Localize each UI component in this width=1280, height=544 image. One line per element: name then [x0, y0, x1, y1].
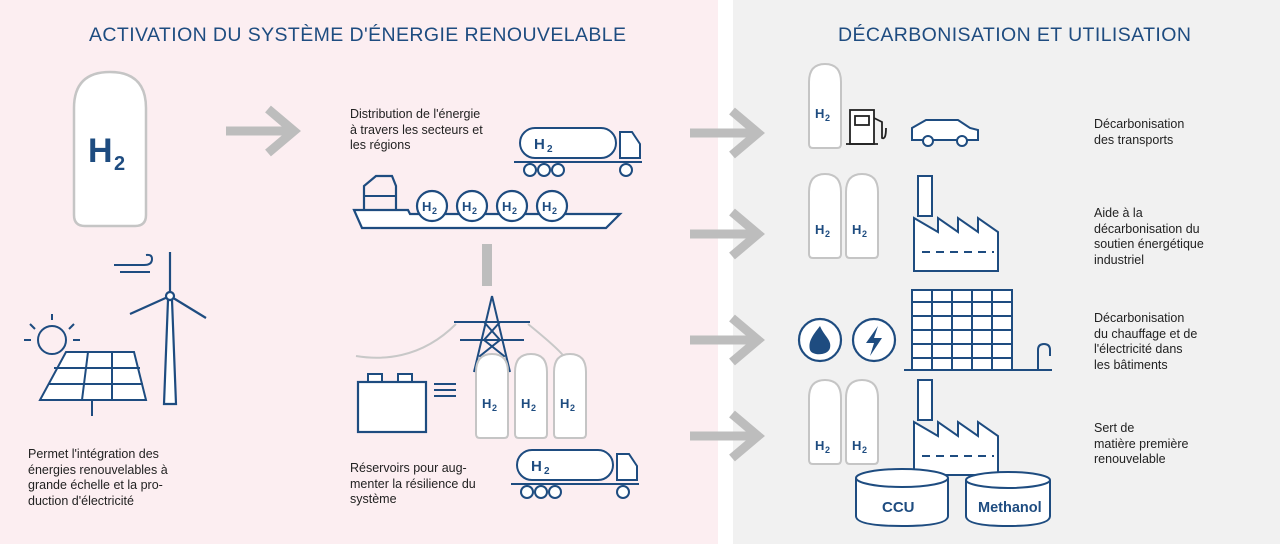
use-line: des transports [1094, 132, 1174, 147]
sun-icon [24, 314, 80, 355]
use-line: les bâtiments [1094, 357, 1168, 372]
reservoirs-line: menter la résilience du [350, 476, 476, 491]
h2-label: H [534, 136, 545, 153]
integration-line: duction d'électricité [28, 493, 134, 508]
connector-bar [482, 244, 492, 286]
h2-subscript: 2 [547, 144, 553, 155]
reservoirs-line: Réservoirs pour aug- [350, 461, 467, 475]
h2-subscript: 2 [544, 466, 550, 477]
use-feedstock-text: Sert de matière première renouvelable [1094, 421, 1188, 468]
h2-label: H [815, 438, 824, 453]
h2-tank-icon: H 2 [72, 70, 148, 228]
use-buildings-text: Décarbonisation du chauffage et de l'éle… [1094, 311, 1197, 373]
h2-subscript: 2 [472, 206, 477, 216]
h2-label: H [502, 199, 511, 214]
h2-label: H [815, 222, 824, 237]
h2-subscript: 2 [512, 206, 517, 216]
h2-subscript: 2 [492, 403, 497, 413]
h2-label: H [560, 396, 569, 411]
h2-label: H [852, 438, 861, 453]
fuel-pump-icon [846, 109, 887, 145]
lightning-icon [851, 317, 897, 363]
h2-subscript: 2 [825, 229, 830, 239]
use-line: renouvelable [1094, 452, 1166, 466]
h2-subscript: 2 [552, 206, 557, 216]
battery-icon [356, 373, 456, 434]
building-icon [904, 289, 1052, 371]
use-line: l'électricité dans [1094, 342, 1183, 356]
h2-label: H [531, 458, 542, 475]
use-line: décarbonisation du [1094, 221, 1200, 236]
arrow-right-icon [690, 212, 758, 256]
use-line: Sert de [1094, 421, 1135, 435]
wind-turbine-icon [129, 252, 207, 406]
use-line: matière première [1094, 436, 1189, 451]
methanol-tank-icon: Methanol [965, 471, 1051, 528]
use-transport-text: Décarbonisation des transports [1094, 117, 1184, 148]
use-line: Décarbonisation [1094, 311, 1185, 325]
h2-label: H [88, 132, 113, 170]
h2-label: H [422, 199, 431, 214]
distribution-line: à travers les secteurs et [350, 122, 483, 137]
solar-panel-icon [38, 351, 148, 416]
ccu-tank-icon: CCU [855, 468, 949, 528]
h2-label: H [542, 199, 551, 214]
h2-label: H [462, 199, 471, 214]
use-line: Aide à la [1094, 206, 1143, 220]
truck-icon: H 2 [510, 449, 640, 499]
distribution-line: les régions [350, 138, 411, 152]
distribution-line: Distribution de l'énergie [350, 107, 481, 121]
h2-subscript: 2 [825, 113, 830, 123]
h2-subscript: 2 [825, 445, 830, 455]
factory-icon [913, 175, 999, 272]
h2-subscript: 2 [531, 403, 536, 413]
truck-icon: H 2 [513, 127, 643, 177]
flame-icon [797, 317, 843, 363]
h2-label: H [482, 396, 491, 411]
distribution-text: Distribution de l'énergie à travers les … [350, 107, 483, 154]
h2-subscript: 2 [114, 153, 125, 175]
h2-subscript: 2 [862, 229, 867, 239]
integration-line: énergies renouvelables à [28, 462, 168, 477]
arrow-right-icon [226, 109, 294, 153]
left-heading: ACTIVATION DU SYSTÈME D'ÉNERGIE RENOUVEL… [89, 24, 627, 46]
integration-line: Permet l'intégration des [28, 447, 159, 461]
car-icon [911, 119, 979, 147]
reservoirs-text: Réservoirs pour aug- menter la résilienc… [350, 461, 476, 508]
cable [355, 323, 457, 359]
reservoirs-line: système [350, 492, 397, 506]
h2-subscript: 2 [862, 445, 867, 455]
use-line: industriel [1094, 252, 1145, 267]
h2-subscript: 2 [570, 403, 575, 413]
right-heading: DÉCARBONISATION ET UTILISATION [838, 24, 1192, 46]
h2-label: H [852, 222, 861, 237]
integration-text: Permet l'intégration des énergies renouv… [28, 447, 168, 509]
integration-line: grande échelle et la pro- [28, 478, 163, 492]
methanol-label: Methanol [978, 500, 1042, 516]
use-line: Décarbonisation [1094, 117, 1185, 131]
wind-icon [114, 253, 154, 273]
arrow-right-icon [690, 414, 758, 458]
h2-label: H [815, 106, 824, 121]
ccu-label: CCU [882, 499, 915, 516]
use-line: soutien énergétique [1094, 237, 1204, 251]
h2-subscript: 2 [432, 206, 437, 216]
factory-icon [913, 379, 999, 476]
arrow-right-icon [690, 318, 758, 362]
use-industry-text: Aide à la décarbonisation du soutien éne… [1094, 206, 1204, 268]
use-line: du chauffage et de [1094, 326, 1198, 341]
arrow-right-icon [690, 111, 758, 155]
h2-label: H [521, 396, 530, 411]
